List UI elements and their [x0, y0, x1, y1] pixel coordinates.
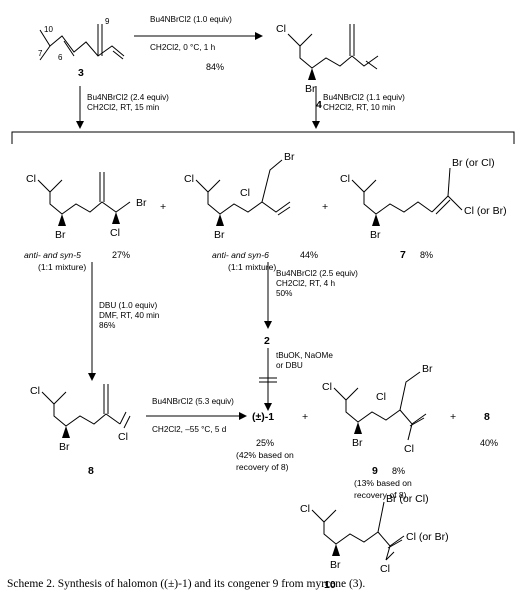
compound-3-label: 3 — [78, 67, 84, 79]
plus-sign: + — [302, 411, 308, 423]
cond-r4-yield: 50% — [276, 289, 292, 298]
compound-5-yield: 27% — [112, 250, 130, 260]
atom-cl: Cl — [118, 431, 128, 443]
compound-6-structure: Cl Br Cl Br — [184, 151, 295, 241]
atom-6-label: 6 — [58, 53, 63, 62]
compound-8b-yield: 40% — [480, 438, 498, 448]
atom-br-or-cl: Br (or Cl) — [386, 493, 429, 505]
cond-r4-conditions: CH2Cl2, RT, 4 h — [276, 279, 335, 288]
compound-1-yield-note-b: recovery of 8) — [236, 462, 289, 472]
plus-sign: + — [322, 201, 328, 213]
atom-br: Br — [214, 229, 225, 241]
compound-5-structure: Cl Br Cl Br — [26, 172, 147, 241]
cond-r6-alt: or DBU — [276, 361, 303, 370]
atom-br: Br — [352, 437, 363, 449]
atom-br: Br — [370, 229, 381, 241]
compound-6-label: anti- and syn-6 — [212, 250, 269, 260]
compound-2-label: 2 — [264, 335, 270, 347]
cond-r5-reagent: DBU (1.0 equiv) — [99, 301, 158, 310]
atom-cl: Cl — [404, 443, 414, 455]
atom-br: Br — [422, 363, 433, 375]
compound-3-structure: 10 9 7 6 — [38, 17, 125, 62]
compound-7-label: 7 — [400, 249, 406, 261]
atom-br: Br — [284, 151, 295, 163]
compound-9-yield-note-b: recovery of 8) — [354, 490, 407, 500]
compound-8-structure: Cl Br Cl — [30, 384, 131, 453]
plus-sign: + — [160, 201, 166, 213]
cond-r5-conditions: DMF, RT, 40 min — [99, 311, 160, 320]
compound-1-yield: 25% — [256, 438, 274, 448]
atom-cl: Cl — [376, 391, 386, 403]
cond-r4-reagent: Bu4NBrCl2 (2.5 equiv) — [276, 269, 358, 278]
cond-r2-conditions: CH2Cl2, RT, 15 min — [87, 103, 160, 112]
cond-r1-yield: 84% — [206, 62, 224, 72]
atom-cl: Cl — [30, 385, 40, 397]
plus-sign: + — [450, 411, 456, 423]
product-bracket — [11, 131, 515, 144]
compound-1-yield-note-a: (42% based on — [236, 450, 294, 460]
atom-cl: Cl — [110, 227, 120, 239]
compound-5-label: anti- and syn-5 — [24, 250, 81, 260]
atom-cl: Cl — [380, 563, 390, 575]
compound-10-structure: Cl Br Br (or Cl) Cl (or Br) Cl — [300, 493, 449, 575]
compound-9-label: 9 — [372, 465, 378, 477]
atom-br: Br — [330, 559, 341, 571]
compound-8-label: 8 — [88, 465, 94, 477]
atom-7-label: 7 — [38, 49, 43, 58]
compound-9-yield: 8% — [392, 466, 405, 476]
cond-r2-reagent: Bu4NBrCl2 (2.4 equiv) — [87, 93, 169, 102]
compound-6-yield: 44% — [300, 250, 318, 260]
atom-cl-or-br: Cl (or Br) — [406, 531, 449, 543]
atom-br: Br — [305, 83, 316, 95]
compound-1-label: (±)-1 — [252, 411, 274, 423]
compound-7-yield: 8% — [420, 250, 433, 260]
compound-9-structure: Cl Br Cl Br Cl — [322, 363, 433, 455]
atom-cl: Cl — [276, 23, 286, 35]
compound-7-structure: Cl Br Br (or Cl) Cl (or Br) — [340, 157, 507, 241]
compound-5-mixture: (1:1 mixture) — [38, 262, 86, 272]
atom-cl: Cl — [184, 173, 194, 185]
atom-br: Br — [136, 197, 147, 209]
atom-cl: Cl — [240, 187, 250, 199]
atom-br-or-cl: Br (or Cl) — [452, 157, 495, 169]
atom-9-label: 9 — [105, 17, 110, 26]
compound-10-label: 10 — [324, 579, 336, 591]
cond-r7-reagent: Bu4NBrCl2 (5.3 equiv) — [152, 397, 234, 406]
atom-cl-or-br: Cl (or Br) — [464, 205, 507, 217]
compound-4-label: 4 — [316, 99, 322, 111]
atom-br: Br — [55, 229, 66, 241]
cond-r1-conditions: CH2Cl2, 0 °C, 1 h — [150, 43, 216, 52]
atom-cl: Cl — [322, 381, 332, 393]
atom-10-label: 10 — [44, 25, 53, 34]
atom-cl: Cl — [340, 173, 350, 185]
cond-r7-conditions: CH2Cl2, –55 °C, 5 d — [152, 425, 227, 434]
cond-r3-reagent: Bu4NBrCl2 (1.1 equiv) — [323, 93, 405, 102]
cond-r1-reagent: Bu4NBrCl2 (1.0 equiv) — [150, 15, 232, 24]
atom-cl: Cl — [300, 503, 310, 515]
atom-br: Br — [59, 441, 70, 453]
scheme-caption: Scheme 2. Synthesis of halomon ((±)-1) a… — [7, 578, 366, 590]
compound-6-mixture: (1:1 mixture) — [228, 262, 276, 272]
compound-8b-label: 8 — [484, 411, 490, 423]
cond-r6-reagent: tBuOK, NaOMe — [276, 351, 333, 360]
cond-r3-conditions: CH2Cl2, RT, 10 min — [323, 103, 396, 112]
compound-9-yield-note-a: (13% based on — [354, 478, 412, 488]
atom-cl: Cl — [26, 173, 36, 185]
cond-r5-yield: 86% — [99, 321, 115, 330]
compound-4-structure: Cl Br — [276, 23, 379, 95]
